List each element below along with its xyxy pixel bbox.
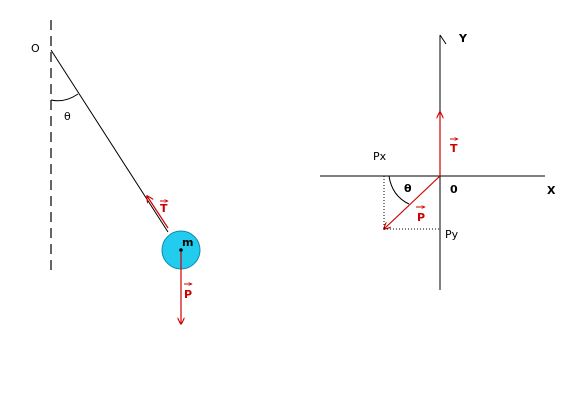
origin-label: 0 <box>450 183 458 196</box>
weight-vector-label: P <box>416 207 425 224</box>
svg-text:T: T <box>450 142 458 155</box>
tension-arrow <box>147 196 169 229</box>
mass-center-dot <box>179 248 183 252</box>
weight-label: P <box>184 284 192 301</box>
mass-label: m <box>182 236 193 249</box>
angle-label: θ <box>64 110 71 123</box>
tension-vector-label: T <box>450 139 458 155</box>
y-axis-tick <box>439 34 447 45</box>
pivot-label: O <box>31 42 40 55</box>
px-label: Px <box>373 150 387 163</box>
tension-label: T <box>160 201 168 215</box>
axes-angle-label: θ <box>404 182 412 195</box>
weight-vector <box>384 175 441 229</box>
py-label: Py <box>445 228 459 241</box>
force-axes-figure: Y X 0 T P θ Px Py <box>320 32 556 290</box>
axes-angle-arc <box>388 175 410 205</box>
svg-text:P: P <box>184 288 192 301</box>
svg-text:P: P <box>417 211 425 224</box>
pendulum-string <box>50 49 169 233</box>
angle-arc <box>50 93 79 102</box>
svg-text:T: T <box>160 202 168 215</box>
pendulum-figure: O θ T m P <box>31 20 201 324</box>
x-axis-label: X <box>547 184 556 197</box>
y-axis-label: Y <box>458 32 468 45</box>
